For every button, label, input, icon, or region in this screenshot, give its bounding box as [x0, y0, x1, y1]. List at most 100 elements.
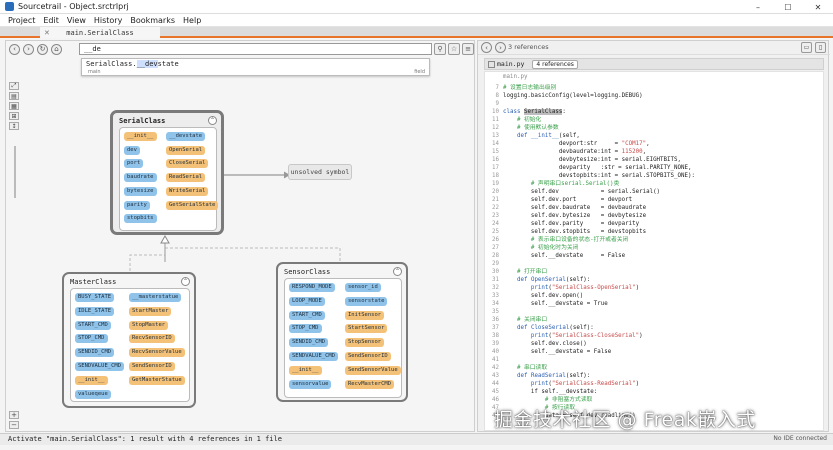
member-writeserial[interactable]: WriteSerial	[166, 186, 209, 196]
member-readserial[interactable]: ReadSerial	[166, 173, 206, 183]
depth-slider-track[interactable]	[14, 146, 16, 198]
member-masterstatue[interactable]: __masterstatue	[129, 293, 182, 302]
member-init[interactable]: __init__	[124, 132, 157, 141]
member-init[interactable]: __init__	[289, 365, 322, 375]
reference-bar: ‹ › 3 references ▭ ▯	[478, 41, 830, 55]
forward-button[interactable]: ›	[23, 43, 34, 55]
menu-history[interactable]: History	[93, 15, 123, 25]
member-loop-mode[interactable]: LOOP_MODE	[289, 296, 325, 306]
member-busy-state[interactable]: BUSY_STATE	[75, 293, 115, 302]
suggestion-match: __dev	[136, 60, 158, 68]
close-window-button[interactable]: ✕	[814, 2, 822, 12]
member-getserialstate[interactable]: GetSerialState	[166, 200, 219, 210]
member-stopmaster[interactable]: StopMaster	[129, 320, 169, 330]
member-sensorvalue[interactable]: sensorvalue	[289, 379, 332, 389]
group-namespace-icon[interactable]: ▦	[9, 102, 19, 110]
member-sendsensorvalue[interactable]: SendSensorValue	[345, 365, 401, 375]
member-sendsensorid[interactable]: SendSensorID	[129, 362, 175, 371]
line-number: 7	[495, 85, 500, 91]
menu-project[interactable]: Project	[8, 15, 36, 25]
member-sensor-id[interactable]: sensor_id	[345, 283, 381, 292]
single-file-view-icon[interactable]: ▯	[815, 42, 826, 53]
line-number: 44	[492, 381, 499, 387]
maximize-button[interactable]: ☐	[784, 2, 792, 12]
member-idle-state[interactable]: IDLE_STATE	[75, 306, 115, 316]
member-devstate[interactable]: __devstate	[166, 132, 206, 141]
member-recvsensorvalue[interactable]: RecvSensorValue	[129, 348, 185, 358]
menu-edit[interactable]: Edit	[43, 15, 59, 25]
code-panel: ‹ › 3 references ▭ ▯ main.py 4 reference…	[477, 40, 830, 432]
menu-help[interactable]: Help	[183, 15, 202, 25]
member-start-cmd[interactable]: START_CMD	[289, 310, 325, 320]
member-sendid-cmd[interactable]: SENDID_CMD	[289, 338, 329, 348]
member-stop-cmd[interactable]: STOP_CMD	[289, 324, 322, 334]
unresolved-symbol-node[interactable]: unsolved symbol	[288, 164, 352, 180]
depth-icon[interactable]: ↕	[9, 122, 19, 130]
member-startsensor[interactable]: StartSensor	[345, 324, 388, 334]
menu-bookmarks[interactable]: Bookmarks	[130, 15, 176, 25]
member-stopsensor[interactable]: StopSensor	[345, 338, 385, 348]
member-parity[interactable]: parity	[124, 200, 150, 210]
search-icon[interactable]: ⚲	[434, 43, 446, 55]
member-sendvalue-cmd[interactable]: SENDVALUE_CMD	[289, 352, 339, 361]
file-header[interactable]: main.py 4 references	[484, 58, 824, 70]
snippet-view-icon[interactable]: ▭	[801, 42, 812, 53]
member-closeserial[interactable]: CloseSerial	[166, 159, 209, 169]
member-sendsensorid[interactable]: SendSensorID	[345, 352, 391, 361]
zoom-out-button[interactable]: −	[9, 421, 19, 429]
bookmarks-list-icon[interactable]: ≡	[462, 43, 474, 55]
collapse-icon[interactable]: ⌃	[208, 116, 217, 125]
search-input[interactable]	[79, 43, 432, 55]
group-file-icon[interactable]: ▤	[9, 92, 19, 100]
member-getmasterstatue[interactable]: GetMasterStatue	[129, 375, 185, 385]
member-dev[interactable]: dev	[124, 145, 140, 155]
zoom-in-button[interactable]: +	[9, 411, 19, 419]
member-recvmastercmd[interactable]: RecvMasterCMD	[345, 379, 395, 389]
member-start-cmd[interactable]: START_CMD	[75, 320, 111, 330]
member-initsensor[interactable]: InitSensor	[345, 310, 385, 320]
expand-icon[interactable]: ⤢	[9, 82, 19, 90]
member-stopbits[interactable]: stopbits	[124, 214, 157, 224]
member-bytesize[interactable]: bytesize	[124, 186, 157, 196]
code-line: 47 # 按行读取	[485, 404, 823, 412]
member-sendvalue-cmd[interactable]: SENDVALUE_CMD	[75, 362, 125, 371]
code-line: 44 print("SerialClass-ReadSerial")	[485, 380, 823, 388]
back-button[interactable]: ‹	[9, 43, 20, 55]
menu-view[interactable]: View	[66, 15, 86, 25]
member-valueqeue[interactable]: valueqeue	[75, 389, 111, 399]
close-tab-icon[interactable]: ✕	[44, 28, 50, 37]
home-button[interactable]: ⌂	[51, 43, 62, 55]
bookmark-star-icon[interactable]: ☆	[448, 43, 460, 55]
collapse-icon[interactable]: ⌃	[181, 277, 190, 286]
autocomplete-suggestion[interactable]: SerialClass.__devstate main field	[81, 58, 430, 76]
suggestion-kind: field	[414, 69, 425, 75]
member-startmaster[interactable]: StartMaster	[129, 306, 172, 316]
next-reference-button[interactable]: ›	[495, 42, 506, 53]
member-sensorstate[interactable]: sensorstate	[345, 296, 388, 306]
prev-reference-button[interactable]: ‹	[481, 42, 492, 53]
member-init[interactable]: __init__	[75, 375, 108, 385]
line-number: 14	[492, 141, 499, 147]
member-port[interactable]: port	[124, 159, 144, 169]
code-line: 38 print("SerialClass-CloseSerial")	[485, 332, 823, 340]
member-respond-mode[interactable]: RESPOND_MODE	[289, 283, 335, 292]
member-recvsensorid[interactable]: RecvSensorID	[129, 334, 175, 344]
member-baudrate[interactable]: baudrate	[124, 173, 157, 183]
member-sendid-cmd[interactable]: SENDID_CMD	[75, 348, 115, 358]
code-line: 25 self.dev.stopbits = devstopbits	[485, 228, 823, 236]
minimize-button[interactable]: –	[756, 2, 760, 12]
line-number: 42	[492, 365, 499, 371]
line-text: if self.__devstate:	[503, 389, 598, 395]
refresh-button[interactable]: ↻	[37, 43, 48, 55]
member-openserial[interactable]: OpenSerial	[166, 145, 206, 155]
tab-main-serialclass[interactable]: ✕ main.SerialClass	[40, 27, 160, 38]
collapse-icon[interactable]: ⌃	[393, 267, 402, 276]
line-text: # 表示串口设备的状态-打开或者关闭	[503, 237, 629, 243]
code-line: 36 # 关闭串口	[485, 316, 823, 324]
layout-icon[interactable]: ⊞	[9, 112, 19, 120]
member-stop-cmd[interactable]: STOP_CMD	[75, 334, 108, 344]
